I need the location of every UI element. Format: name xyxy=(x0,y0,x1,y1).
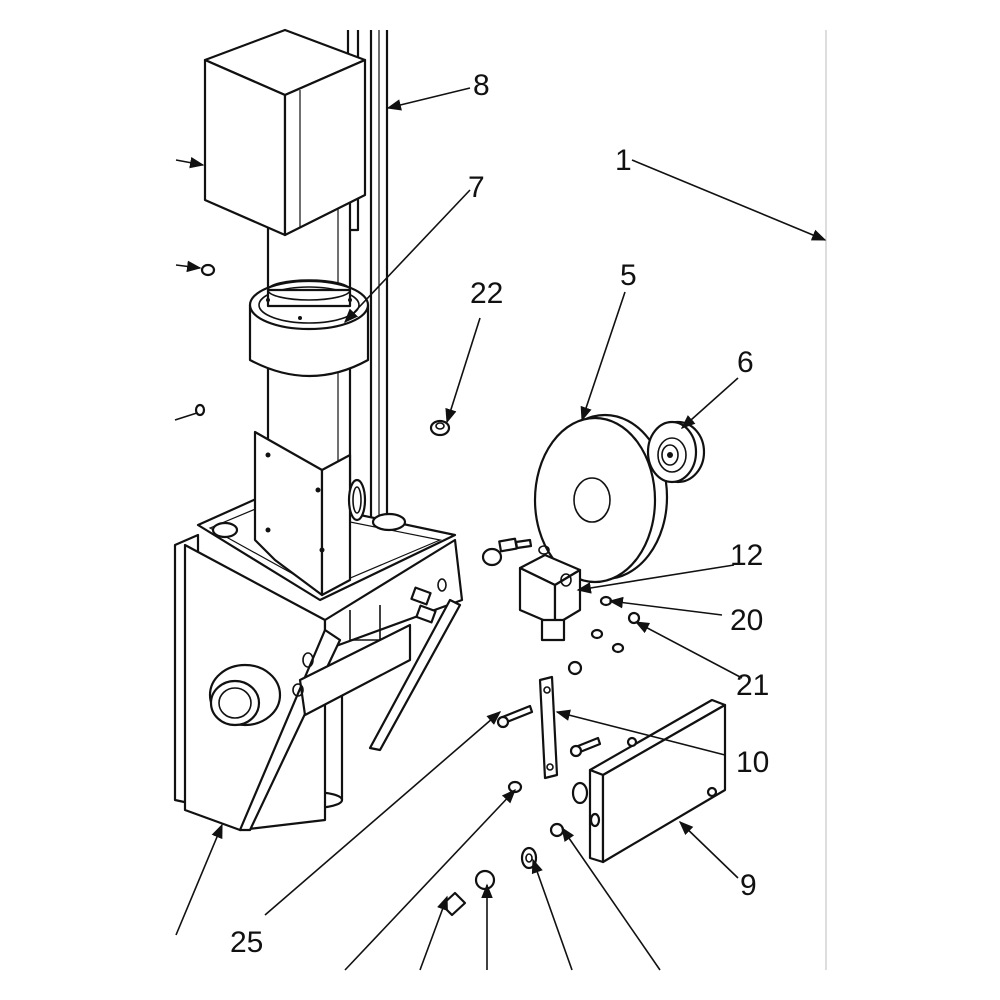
callout-7: 7 xyxy=(468,171,485,204)
pin-and-screw xyxy=(481,537,533,567)
callout-12: 12 xyxy=(730,539,763,572)
callout-20: 20 xyxy=(730,604,763,637)
callout-21: 21 xyxy=(736,669,769,702)
callout-10: 10 xyxy=(736,746,769,779)
small-nuts xyxy=(567,595,641,676)
callout-labels: 1 5 6 7 8 9 10 12 20 21 22 25 xyxy=(230,69,769,959)
clamp-block-12 xyxy=(518,545,582,642)
callout-22: 22 xyxy=(470,277,503,310)
callout-25: 25 xyxy=(230,926,263,959)
collar-ring xyxy=(248,279,370,378)
callout-5: 5 xyxy=(620,259,637,292)
bottom-hardware xyxy=(440,822,565,917)
base-frame xyxy=(173,493,464,832)
leader-lines xyxy=(175,87,827,971)
hub-6 xyxy=(646,420,706,484)
callout-9: 9 xyxy=(740,869,757,902)
mounting-bracket xyxy=(253,430,367,597)
plate-9 xyxy=(571,698,727,864)
wheel-5 xyxy=(533,413,669,584)
left-partial-screws xyxy=(174,156,216,421)
nut-22 xyxy=(429,419,451,437)
top-box xyxy=(203,28,367,237)
callout-6: 6 xyxy=(737,346,754,379)
callout-8: 8 xyxy=(473,69,490,102)
bar-10 xyxy=(538,675,559,780)
callout-1: 1 xyxy=(615,144,632,177)
